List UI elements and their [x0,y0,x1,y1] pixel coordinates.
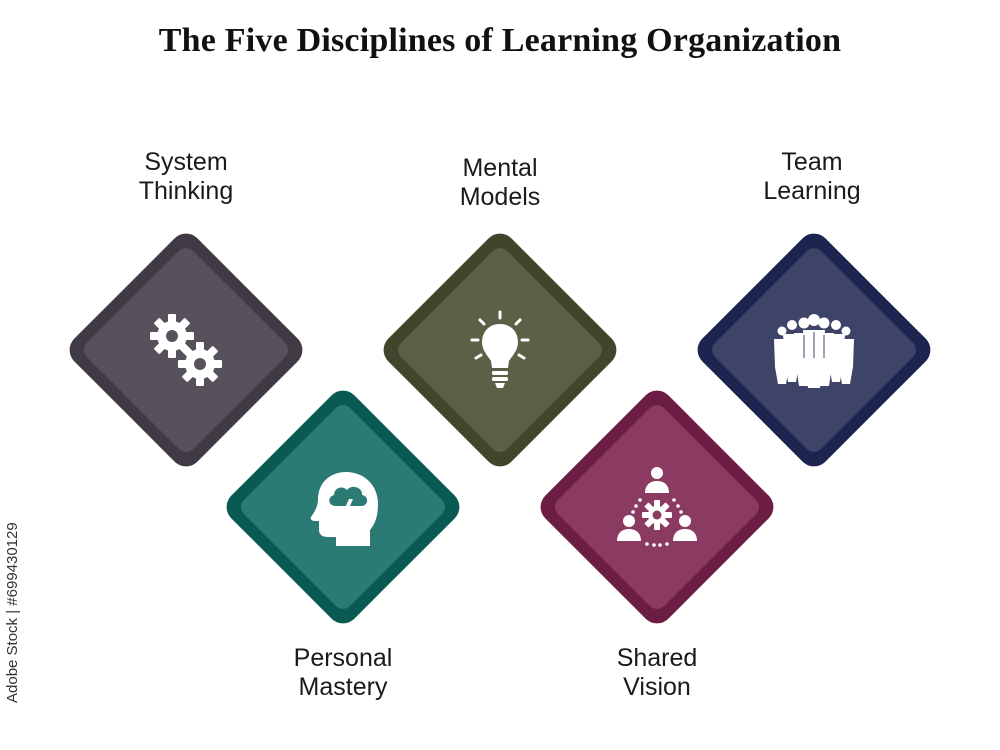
label-shared-vision: Shared Vision [616,644,698,701]
stock-watermark: Adobe Stock | #699430129 [4,522,21,704]
team-icon [774,314,854,388]
head-brain-icon [310,472,378,546]
label-system-thinking: System Thinking [138,148,234,205]
label-team-learning: Team Learning [763,148,861,205]
lightbulb-icon [470,310,530,388]
page-title: The Five Disciplines of Learning Organiz… [158,22,842,59]
gears-icon [150,314,222,386]
shared-vision-icon [617,467,697,547]
label-personal-mastery: Personal Mastery [293,644,393,701]
label-mental-models: Mental Models [459,154,541,211]
